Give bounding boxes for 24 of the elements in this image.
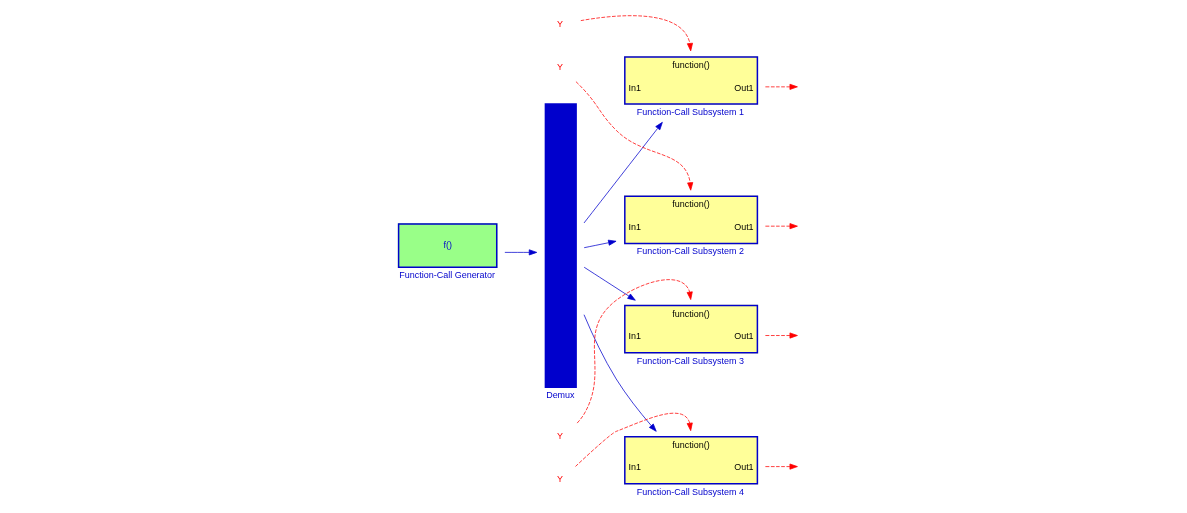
arrow bbox=[575, 81, 693, 191]
node-label: Function-Call Subsystem 2 bbox=[636, 246, 744, 257]
node-bar bbox=[544, 103, 577, 388]
node-label: Demux bbox=[545, 390, 575, 401]
arrow bbox=[583, 314, 657, 432]
node-text: Y bbox=[556, 62, 563, 73]
node-text: Y bbox=[556, 430, 563, 441]
arrow bbox=[579, 15, 693, 52]
arrow bbox=[764, 463, 798, 470]
arrow bbox=[583, 266, 636, 301]
arrow bbox=[764, 223, 798, 230]
arrow bbox=[576, 279, 693, 424]
node-text: Y bbox=[556, 19, 563, 29]
arrow bbox=[574, 412, 693, 467]
node-label: Function-Call Subsystem 3 bbox=[636, 355, 744, 366]
node-text: Y bbox=[556, 474, 563, 485]
arrow bbox=[764, 83, 798, 90]
node-label: Function-Call Generator bbox=[398, 270, 495, 281]
arrow bbox=[764, 332, 798, 339]
node-label: Function-Call Subsystem 4 bbox=[636, 486, 744, 497]
node-label: Function-Call Subsystem 1 bbox=[636, 107, 744, 118]
arrow bbox=[583, 121, 663, 224]
arrow bbox=[503, 249, 537, 256]
arrow bbox=[583, 239, 616, 249]
